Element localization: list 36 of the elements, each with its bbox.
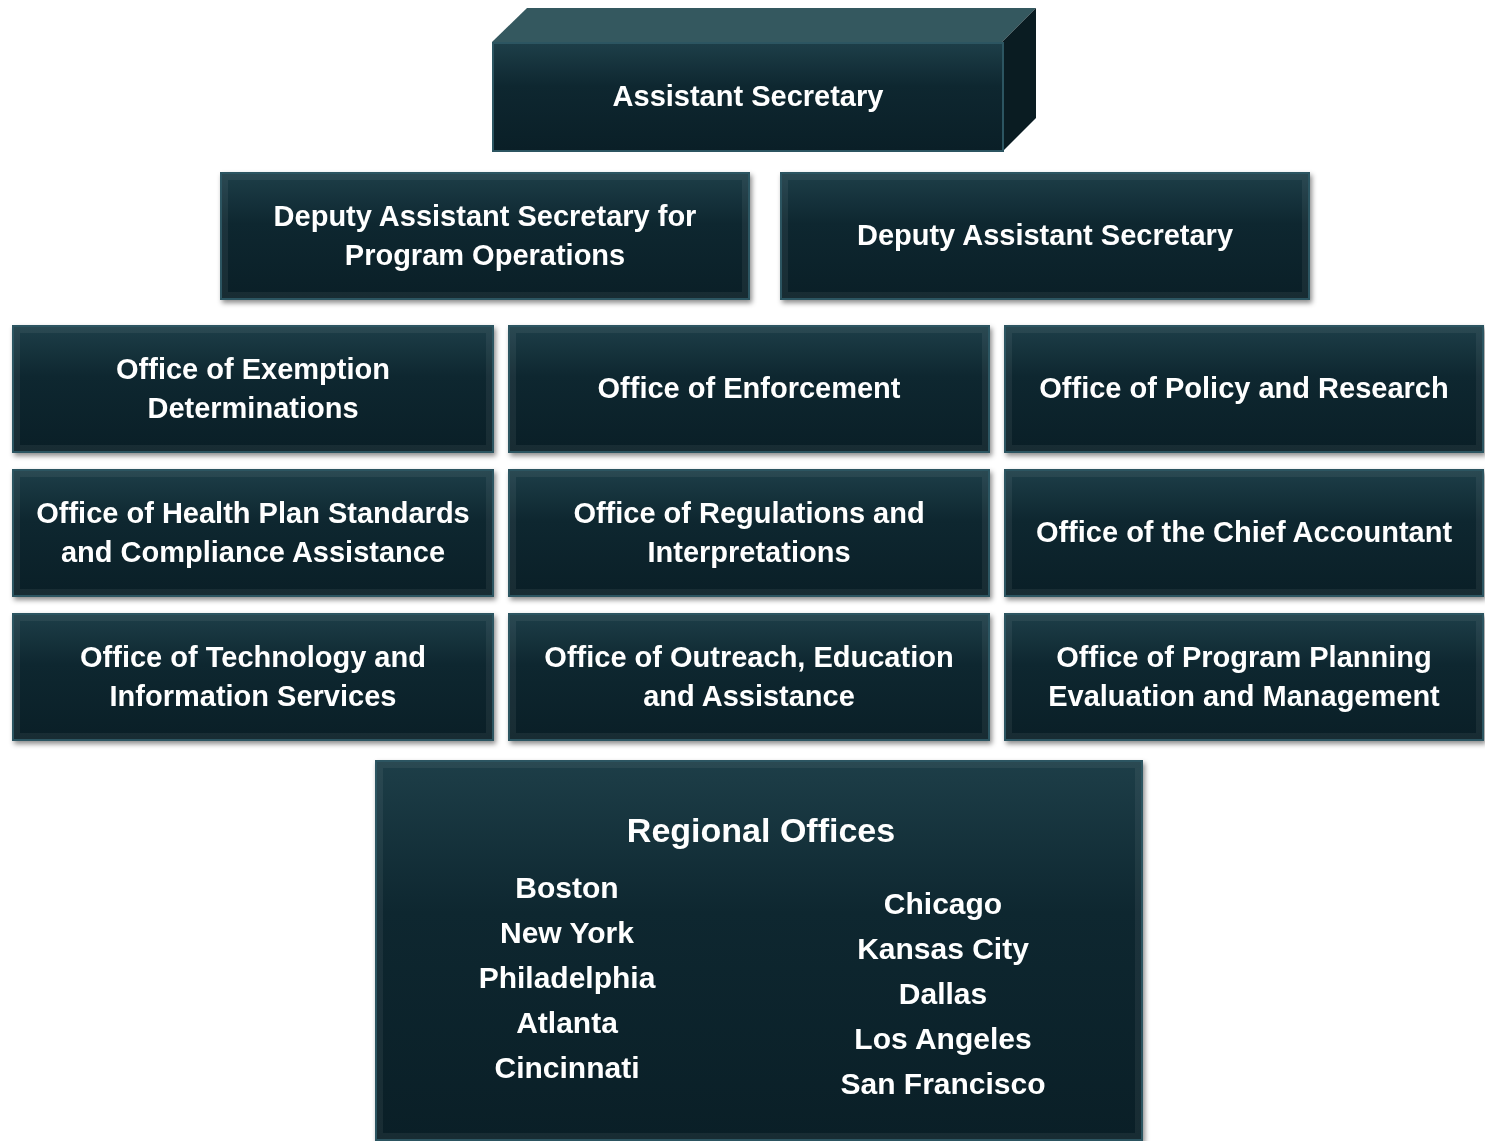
office-title: Office of Enforcement (596, 371, 902, 407)
office-title: Office of the Chief Accountant (1034, 515, 1454, 551)
city-name: Philadelphia (477, 960, 657, 996)
city-name: San Francisco (839, 1066, 1047, 1102)
office-title: Deputy Assistant Secretary for Program Operations (272, 198, 698, 273)
office-box (1004, 325, 1484, 453)
city-name: Atlanta (515, 1005, 619, 1041)
office-title: Office of Exemption Determinations (115, 351, 391, 426)
office-box (508, 325, 990, 453)
office-title: Assistant Secretary (611, 79, 885, 115)
heading: Regional Offices (625, 810, 897, 851)
office-title: Office of Outreach, Education and Assistance (543, 639, 955, 714)
office-title: Office of Regulations and Interpretations (572, 495, 926, 570)
office-box (12, 469, 494, 597)
city-name: Kansas City (856, 931, 1030, 967)
office-box (12, 325, 494, 453)
office-box (1004, 613, 1484, 741)
office-title: Office of Policy and Research (1038, 371, 1450, 407)
office-box (780, 172, 1310, 300)
city-name: Chicago (882, 886, 1004, 922)
city-name: Los Angeles (853, 1021, 1033, 1057)
city-name: Dallas (897, 976, 989, 1012)
city-name: Cincinnati (493, 1050, 641, 1086)
city-name: New York (499, 915, 635, 951)
office-title: Deputy Assistant Secretary (855, 218, 1235, 254)
office-box (220, 172, 750, 300)
city-name: Boston (514, 870, 620, 906)
regional-offices-box (375, 760, 1143, 1141)
block-box (492, 42, 1004, 152)
office-box (508, 613, 990, 741)
office-box (1004, 469, 1484, 597)
office-title: Office of Program Planning Evaluation and Management (1047, 639, 1441, 714)
office-title: Office of Health Plan Standards and Compliance Assistance (35, 495, 471, 570)
office-box (12, 613, 494, 741)
office-title: Office of Technology and Information Services (79, 639, 427, 714)
office-box (508, 469, 990, 597)
